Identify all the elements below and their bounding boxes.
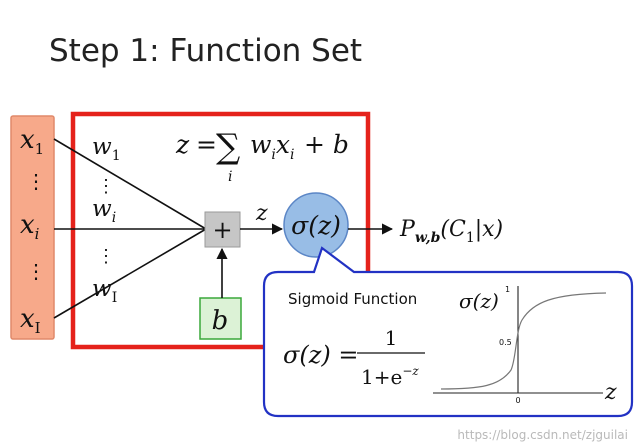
input-xI: xI bbox=[20, 304, 41, 337]
svg-text:wixi: wixi bbox=[250, 130, 294, 163]
slide-title: Step 1: Function Set bbox=[49, 33, 363, 69]
input-xi: xi bbox=[20, 210, 40, 243]
plot-axis-z: z bbox=[604, 380, 617, 405]
function-set-box bbox=[70, 111, 371, 350]
input-ellipsis-bottom: ⋮ bbox=[26, 259, 46, 283]
sigmoid-callout bbox=[262, 246, 634, 418]
weight-wi: wi bbox=[92, 196, 116, 226]
z-label: z bbox=[255, 201, 268, 226]
svg-text:=: = bbox=[196, 130, 217, 159]
bias-label: b bbox=[212, 306, 229, 336]
svg-text:i: i bbox=[228, 169, 232, 185]
sigmoid-formula: σ(z) = 1 1+e−z bbox=[283, 326, 425, 389]
svg-text:σ(z) =: σ(z) = bbox=[283, 341, 359, 369]
sigmoid-curve bbox=[440, 292, 607, 390]
bias-box bbox=[199, 297, 242, 340]
watermark: https://blog.csdn.net/zjguilai bbox=[457, 428, 628, 442]
weight-ellipsis-top: ⋮ bbox=[97, 176, 115, 197]
weight-w1: w1 bbox=[92, 134, 121, 164]
svg-text:+ b: + b bbox=[304, 130, 349, 159]
plot-ytick-mid: 0.5 bbox=[499, 338, 512, 347]
sigma-node bbox=[283, 192, 349, 258]
svg-text:1+e−z: 1+e−z bbox=[361, 364, 419, 389]
plot-ytick-top: 1 bbox=[505, 285, 510, 294]
output-probability: Pw,b(C1|x) bbox=[399, 217, 503, 246]
z-formula: z = ∑ i wixi + b bbox=[175, 127, 349, 185]
input-ellipsis-top: ⋮ bbox=[26, 169, 46, 193]
input-column bbox=[10, 115, 55, 340]
input-x1: x1 bbox=[20, 125, 44, 158]
svg-text:1: 1 bbox=[385, 326, 398, 350]
adder-box bbox=[204, 211, 241, 248]
weight-ellipsis-bottom: ⋮ bbox=[97, 246, 115, 267]
edge-x1 bbox=[53, 138, 207, 230]
svg-text:∑: ∑ bbox=[216, 127, 240, 167]
plot-sigma-label: σ(z) bbox=[459, 289, 499, 313]
adder-symbol: + bbox=[212, 216, 232, 244]
plot-xtick-zero: 0 bbox=[515, 396, 520, 405]
svg-text:z: z bbox=[175, 130, 190, 159]
sigmoid-heading: Sigmoid Function bbox=[288, 290, 417, 308]
weight-wI: wI bbox=[92, 276, 117, 306]
edge-xI bbox=[53, 228, 207, 319]
sigma-node-label: σ(z) bbox=[291, 211, 341, 240]
